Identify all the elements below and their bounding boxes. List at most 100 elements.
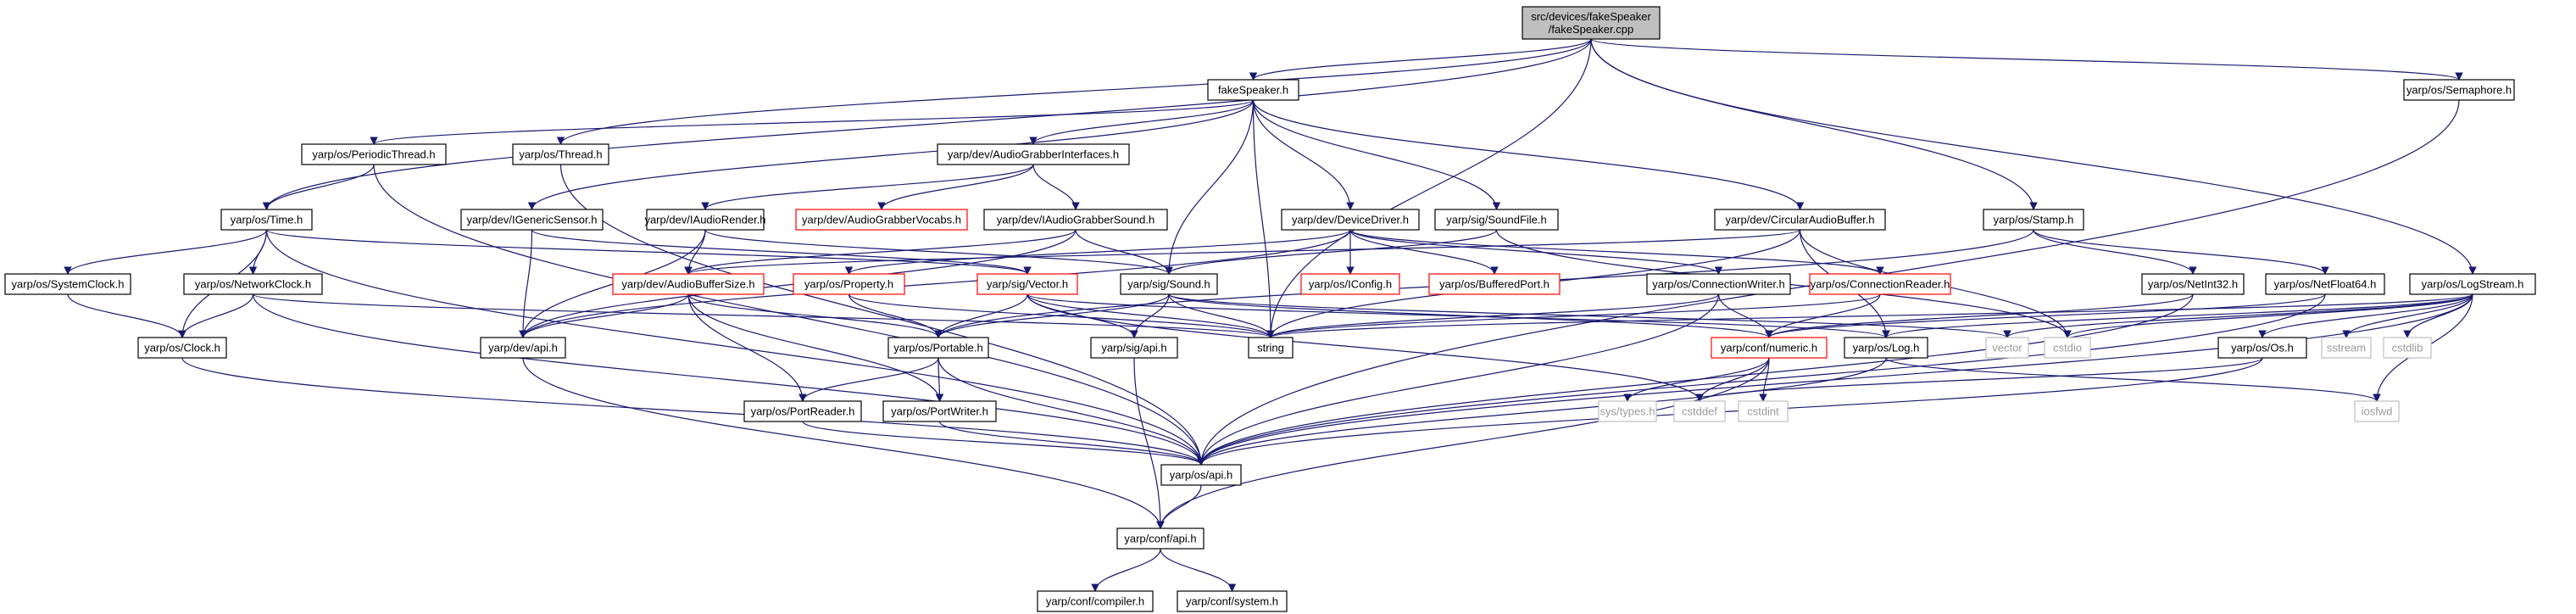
node-soundfile-h[interactable]: yarp/sig/SoundFile.h <box>1434 209 1559 231</box>
node-devicedriver-h[interactable]: yarp/dev/DeviceDriver.h <box>1281 209 1420 231</box>
node-box <box>1116 527 1205 550</box>
node-box <box>1434 209 1559 231</box>
edge <box>1197 357 2263 466</box>
node-box <box>1844 337 1928 359</box>
node-netfloat64-h[interactable]: yarp/os/NetFloat64.h <box>2265 273 2385 295</box>
node-genericsensor-h[interactable]: yarp/dev/IGenericSensor.h <box>460 209 604 231</box>
node-iaudiorender-h[interactable]: yarp/dev/IAudioRender.h <box>644 209 766 231</box>
edge-logstream-h-to-osapi-h <box>1197 293 2473 466</box>
node-semaphore-h[interactable]: yarp/os/Semaphore.h <box>2403 79 2515 101</box>
node-box <box>1428 273 1561 295</box>
edge-portable-h-to-portreader-h <box>798 357 939 402</box>
edge-networkclock-h-to-osapi-h <box>252 293 1205 466</box>
edge <box>527 99 1255 210</box>
node-circularaudiobuffer-h[interactable]: yarp/dev/CircularAudioBuffer.h <box>1714 209 1886 231</box>
edge <box>1091 548 1161 592</box>
node-label: yarp/conf/numeric.h <box>1721 342 1817 354</box>
node-label: yarp/os/PeriodicThread.h <box>312 148 435 161</box>
node-label: yarp/os/NetFloat64.h <box>2274 278 2377 291</box>
edge <box>1590 38 2463 81</box>
edge <box>1266 293 2473 338</box>
edge <box>938 421 1205 466</box>
node-property-h[interactable]: yarp/os/Property.h <box>793 273 905 295</box>
edge-devicedriver-h-to-devapi-h <box>519 229 1351 338</box>
node-box <box>183 273 323 295</box>
edge <box>178 293 254 338</box>
node-log-h[interactable]: yarp/os/Log.h <box>1844 337 1928 359</box>
node-netint32-h[interactable]: yarp/os/NetInt32.h <box>2141 273 2245 295</box>
edge <box>1349 229 1884 275</box>
edge <box>701 164 1034 210</box>
node-periodicthread-h[interactable]: yarp/os/PeriodicThread.h <box>301 143 447 165</box>
node-box <box>4 273 131 295</box>
node-osapi-h[interactable]: yarp/os/api.h <box>1160 464 1242 486</box>
edge <box>1130 293 1170 338</box>
node-audiograbberinterfaces-h[interactable]: yarp/dev/AudioGrabberInterfaces.h <box>937 143 1130 165</box>
edge <box>265 229 1205 466</box>
node-stamp-h[interactable]: yarp/os/Stamp.h <box>1983 209 2084 231</box>
node-label: cstdio <box>2053 342 2082 354</box>
node-sound-h[interactable]: yarp/sig/Sound.h <box>1120 273 1218 295</box>
edge-sound-h-to-portable-h <box>934 293 1170 338</box>
node-devapi-h[interactable]: yarp/dev/api.h <box>480 337 566 359</box>
node-connectionreader-h[interactable]: yarp/os/ConnectionReader.h <box>1809 273 1951 295</box>
node-thread-h[interactable]: yarp/os/Thread.h <box>512 143 609 165</box>
node-label: /fakeSpeaker.cpp <box>1549 23 1633 36</box>
node-iaudiograbbersound-h[interactable]: yarp/dev/IAudioGrabberSound.h <box>983 209 1168 231</box>
node-box <box>1120 273 1218 295</box>
node-box <box>612 273 765 295</box>
node-connectionwriter-h[interactable]: yarp/os/ConnectionWriter.h <box>1646 273 1791 295</box>
node-root[interactable]: src/devices/fakeSpeaker/fakeSpeaker.cpp <box>1522 6 1661 40</box>
edges-layer <box>64 38 2477 592</box>
node-label: yarp/os/NetInt32.h <box>2148 278 2238 291</box>
edge-confapi-h-to-system-h <box>1160 548 1237 592</box>
edge <box>1168 293 1773 338</box>
node-os-h[interactable]: yarp/os/Os.h <box>2217 337 2307 359</box>
node-box <box>480 337 566 359</box>
edge <box>684 229 1801 275</box>
node-portreader-h[interactable]: yarp/os/PortReader.h <box>743 400 862 422</box>
node-clock-h[interactable]: yarp/os/Clock.h <box>137 337 227 359</box>
edge <box>1165 99 1255 275</box>
node-label: yarp/dev/IAudioGrabberSound.h <box>997 214 1154 226</box>
node-system-h[interactable]: yarp/conf/system.h <box>1177 590 1288 612</box>
node-logstream-h[interactable]: yarp/os/LogStream.h <box>2409 273 2536 295</box>
edge-osapi-h-to-confapi-h <box>1156 484 1202 529</box>
node-bufferedport-h[interactable]: yarp/os/BufferedPort.h <box>1428 273 1561 295</box>
node-portable-h[interactable]: yarp/os/Portable.h <box>887 337 989 359</box>
node-compiler-h[interactable]: yarp/conf/compiler.h <box>1037 590 1154 612</box>
node-label: yarp/sig/Vector.h <box>987 278 1068 291</box>
edge-os-h-to-cstddef <box>1695 357 2263 402</box>
edge <box>519 293 689 338</box>
edge-devicedriver-h-to-property-h <box>844 229 1351 275</box>
edge <box>798 357 939 402</box>
edge-periodicthread-h-to-time-h <box>262 164 375 210</box>
edge-logstream-h-to-string <box>1266 293 2473 338</box>
node-iconfig-h[interactable]: yarp/os/IConfig.h <box>1300 273 1400 295</box>
edge <box>1623 357 1770 402</box>
node-audiobuffersize-h[interactable]: yarp/dev/AudioBufferSize.h <box>612 273 765 295</box>
node-label: yarp/os/ConnectionReader.h <box>1811 278 1950 291</box>
node-portwriter-h[interactable]: yarp/os/PortWriter.h <box>882 400 997 422</box>
edge <box>265 229 1032 275</box>
node-sigapi-h[interactable]: yarp/sig/api.h <box>1090 337 1178 359</box>
edge <box>687 293 943 338</box>
node-networkclock-h[interactable]: yarp/os/NetworkClock.h <box>183 273 323 295</box>
node-audiograbbervocabs-h[interactable]: yarp/dev/AudioGrabberVocabs.h <box>795 209 968 231</box>
edge-netint32-h-to-numeric-h <box>1765 293 2194 338</box>
edge <box>1349 229 1499 275</box>
node-box <box>1985 337 2029 359</box>
node-string[interactable]: string <box>1248 337 1294 359</box>
node-fakeSpeaker-h[interactable]: fakeSpeaker.h <box>1207 79 1299 101</box>
node-confapi-h[interactable]: yarp/conf/api.h <box>1116 527 1205 550</box>
edge-sound-h-to-string <box>1168 293 1275 338</box>
node-numeric-h[interactable]: yarp/conf/numeric.h <box>1711 337 1828 359</box>
node-systemclock-h[interactable]: yarp/os/SystemClock.h <box>4 273 131 295</box>
edge <box>704 229 1173 275</box>
edge-log-h-to-osapi-h <box>1197 357 1887 466</box>
node-box <box>1809 273 1951 295</box>
node-time-h[interactable]: yarp/os/Time.h <box>220 209 313 231</box>
node-vector-h[interactable]: yarp/sig/Vector.h <box>976 273 1078 295</box>
node-label: yarp/os/Time.h <box>231 214 303 226</box>
